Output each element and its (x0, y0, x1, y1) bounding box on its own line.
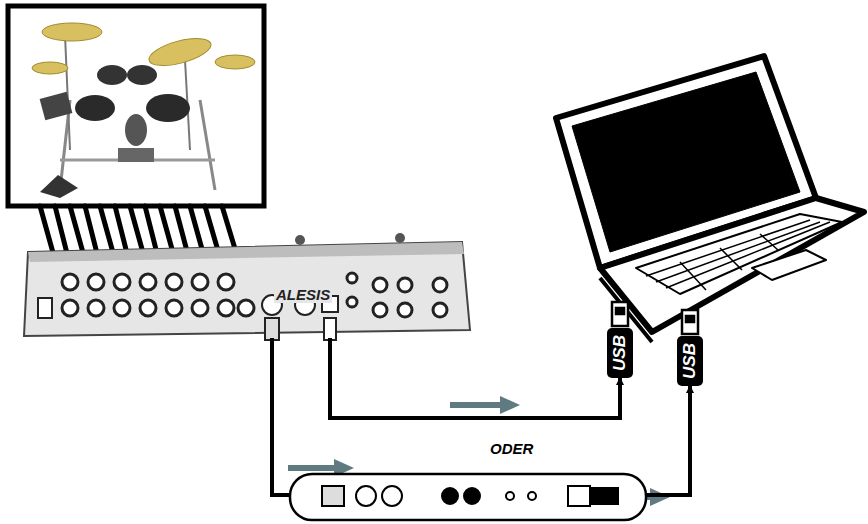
alternative-label: ODER (490, 440, 533, 457)
plug-label: USB (610, 335, 630, 371)
drum-module (24, 233, 470, 340)
usb-plug: USB (607, 328, 633, 378)
brand-logo: ALESIS (274, 286, 332, 303)
drum-kit (32, 23, 255, 198)
drum-module-body: ALESIS (22, 236, 472, 338)
midi-plug (265, 318, 279, 340)
drum-kit-frame (8, 6, 264, 206)
plug-label: USB (680, 343, 700, 379)
cable-connector (330, 338, 620, 418)
usb-b-plug (324, 318, 336, 340)
usb-plug: USB (677, 336, 703, 386)
laptop (556, 56, 864, 342)
